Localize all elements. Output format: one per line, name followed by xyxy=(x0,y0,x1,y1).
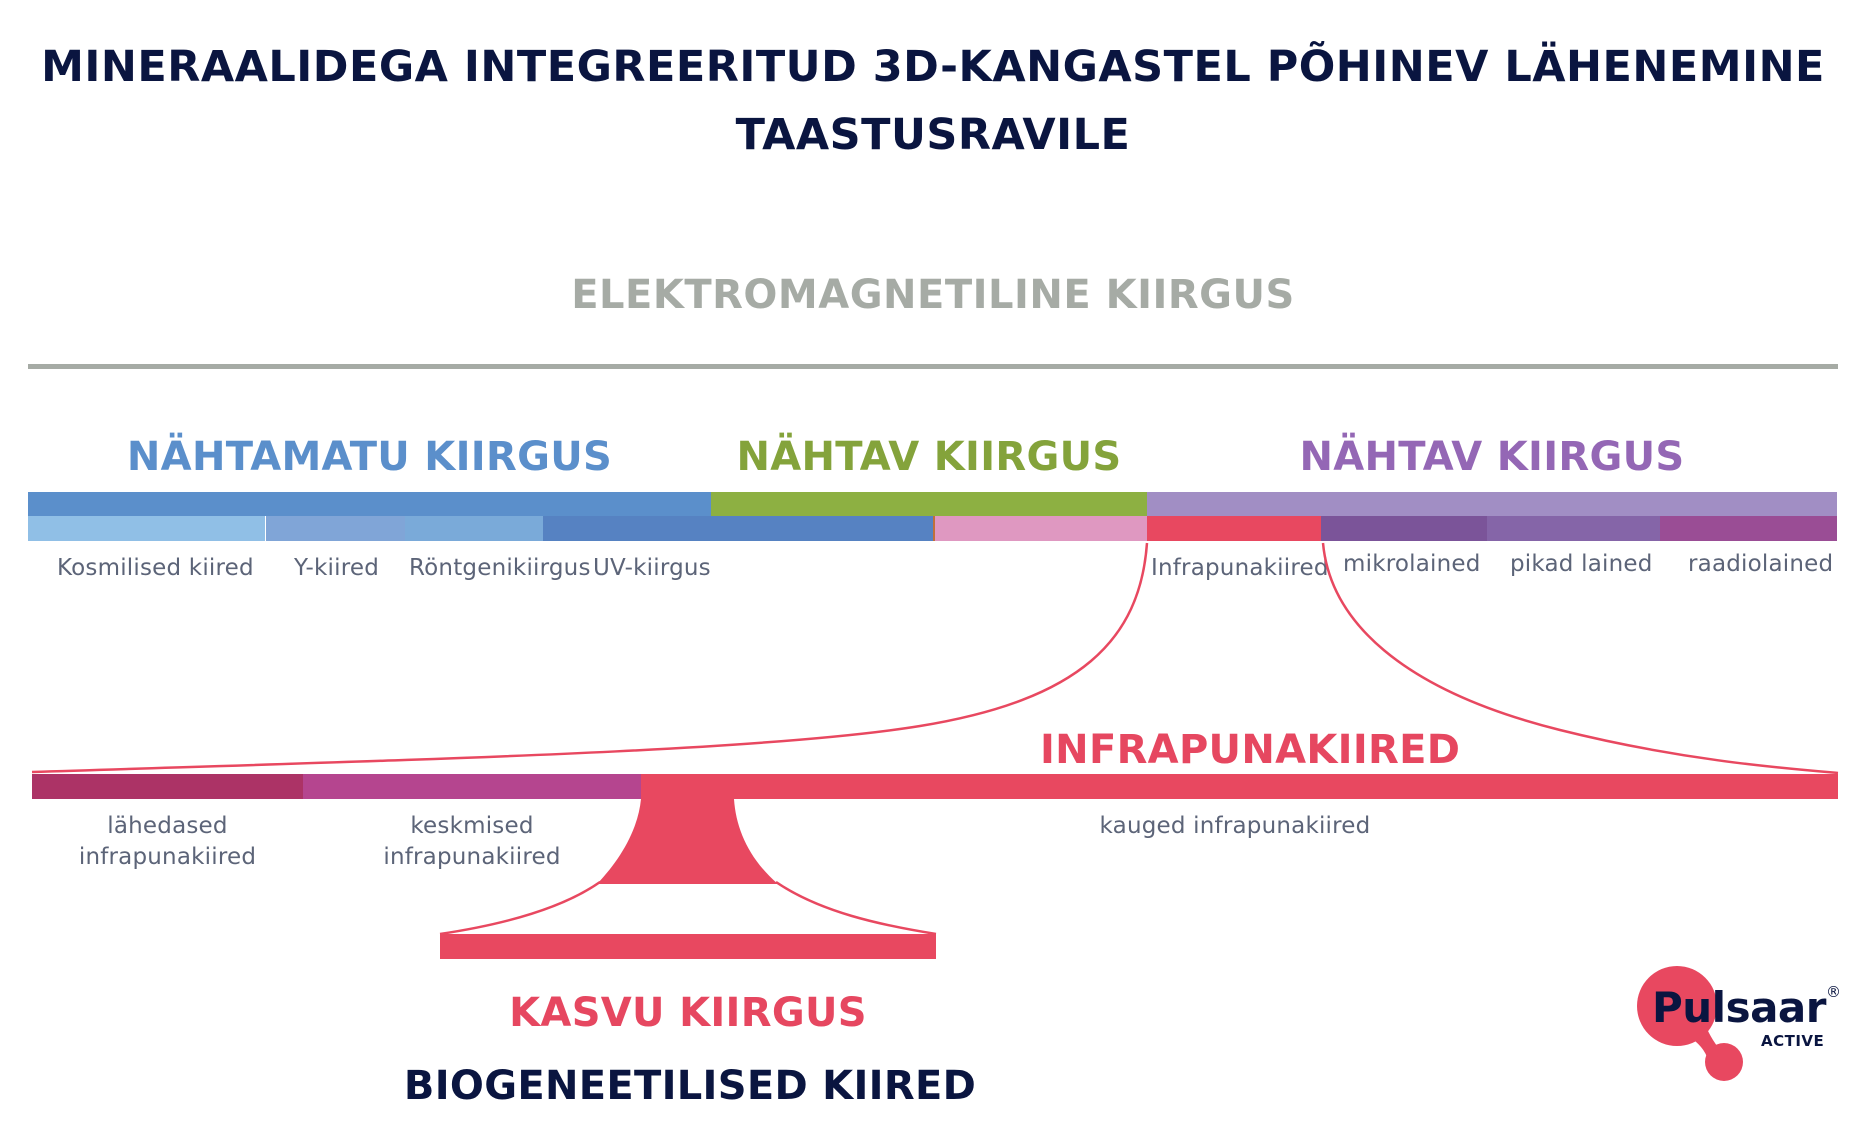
segment-microwave xyxy=(1321,516,1487,541)
ir-segment-near xyxy=(32,774,303,799)
funnel-curve-left xyxy=(439,880,601,936)
segment-label-infrared: Infrapunakiired xyxy=(1151,555,1329,581)
growth-bar xyxy=(440,934,936,959)
growth-heading: KASVU KIIRGUS xyxy=(509,990,867,1036)
segment-visible-blue xyxy=(709,516,933,541)
ir-label-near: lähedased infrapunakiired xyxy=(32,811,303,873)
segment-divider xyxy=(933,516,935,541)
page-title-line-2: TAASTUSRAVILE xyxy=(735,110,1131,160)
segment-label-long-waves: pikad lained xyxy=(1510,551,1653,577)
segment-label-microwave: mikrolained xyxy=(1343,551,1481,577)
segment-label-xray: Röntgenikiirgus xyxy=(409,555,591,581)
ir-label-far: kauged infrapunakiired xyxy=(1099,813,1371,839)
segment-uv xyxy=(543,516,709,541)
pulsaar-blob-icon xyxy=(1637,966,1743,1081)
segment-gamma xyxy=(266,516,405,541)
page-title-line-1: MINERAALIDEGA INTEGREERITUD 3D-KANGASTEL… xyxy=(41,42,1825,92)
growth-subheading: BIOGENEETILISED KIIRED xyxy=(403,1063,977,1109)
ir-segment-mid xyxy=(303,774,641,799)
segment-radio xyxy=(1660,516,1837,541)
segment-visible-pink xyxy=(935,516,1147,541)
segment-label-cosmic: Kosmilised kiired xyxy=(57,555,254,581)
funnel-shape xyxy=(597,799,778,884)
ir-label-mid-line-1: keskmised xyxy=(410,813,534,839)
category-invisible-label: NÄHTAMATU KIIRGUS xyxy=(126,434,613,480)
category-visible-label: NÄHTAV KIIRGUS xyxy=(736,434,1122,480)
infrared-heading: INFRAPUNAKIIRED xyxy=(1040,727,1461,773)
segment-long-waves xyxy=(1487,516,1660,541)
spectrum-heading: ELEKTROMAGNETILINE KIIRGUS xyxy=(571,272,1295,318)
spectrum-divider xyxy=(28,364,1838,369)
band-visible-long xyxy=(1147,492,1837,516)
segment-infrared xyxy=(1147,516,1321,541)
band-visible xyxy=(711,492,1147,516)
connector-curve-right xyxy=(1321,542,1839,775)
segment-label-uv: UV-kiirgus xyxy=(593,555,711,581)
page-title: MINERAALIDEGA INTEGREERITUD 3D-KANGASTEL… xyxy=(0,33,1866,169)
logo-registered-mark: ® xyxy=(1826,983,1841,1001)
ir-label-mid-line-2: infrapunakiired xyxy=(383,844,561,870)
ir-segment-far xyxy=(641,774,1838,799)
segment-label-radio: raadiolained xyxy=(1688,551,1834,577)
funnel-curve-right xyxy=(775,880,937,936)
connector-curve-left xyxy=(31,542,1149,774)
logo-wordmark: Pulsaar xyxy=(1652,983,1826,1032)
band-invisible xyxy=(28,492,711,516)
ir-label-mid: keskmised infrapunakiired xyxy=(303,811,641,873)
ir-label-near-line-1: lähedased xyxy=(107,813,228,839)
segment-label-gamma: Y-kiired xyxy=(294,555,380,581)
logo-subtitle: ACTIVE xyxy=(1761,1032,1825,1050)
segment-divider xyxy=(265,516,266,541)
segment-cosmic xyxy=(28,516,265,541)
pulsaar-logo: Pulsaar ACTIVE ® xyxy=(1600,950,1866,1100)
category-visible-long-label: NÄHTAV KIIRGUS xyxy=(1299,434,1685,480)
segment-xray xyxy=(405,516,543,541)
ir-label-near-line-2: infrapunakiired xyxy=(78,844,257,870)
